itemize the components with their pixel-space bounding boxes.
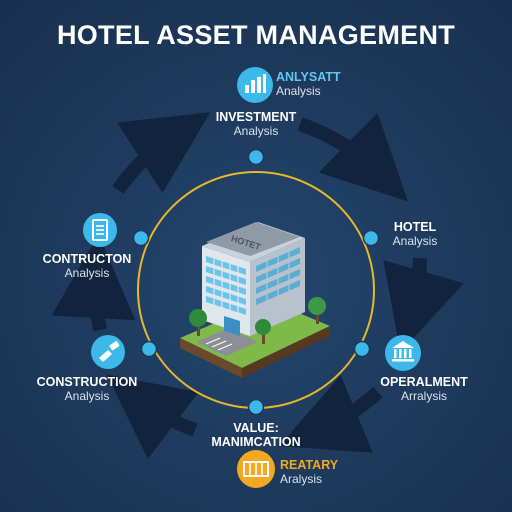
bar-chart-icon — [237, 67, 273, 103]
node-title-line1: VALUE: — [233, 421, 279, 435]
arrow-bottom-left — [106, 374, 199, 459]
node-subtitle: Arralysis — [400, 389, 447, 403]
ring-node-lower-right — [353, 340, 371, 358]
node-subtitle: Analysis — [233, 124, 279, 138]
grid-document-icon — [237, 450, 275, 488]
hotel-building-illustration: HOTET — [180, 222, 330, 378]
tree — [255, 319, 271, 344]
tree — [308, 297, 326, 324]
label-construction-lower: CONSTRUCTION Analysis — [22, 375, 152, 403]
clipboard-icon — [83, 213, 117, 247]
tree — [189, 309, 207, 336]
ring-node-left — [132, 229, 150, 247]
ring-node-lower-left — [140, 340, 158, 358]
node-subtitle: Analysis — [64, 266, 110, 280]
bank-building-icon — [385, 335, 421, 371]
node-title: ANLYSATT — [276, 70, 341, 84]
label-investment: INVESTMENT Analysis — [196, 110, 316, 138]
label-construction-upper: CONTRUCTON Analysis — [26, 252, 148, 280]
label-hotel: HOTEL Analysis — [378, 220, 452, 248]
ring-node-right — [362, 229, 380, 247]
node-title-line2: MANIMCATION — [211, 435, 301, 449]
ring-node-top — [247, 148, 265, 166]
cycle-arrows — [51, 112, 464, 459]
node-subtitle: Aralysis — [280, 472, 323, 486]
page-title: HOTEL ASSET MANAGEMENT — [56, 20, 456, 50]
node-title: REATARY — [280, 458, 339, 472]
label-operational: OPERALMENT Arralysis — [366, 375, 482, 403]
label-reatary: REATARY Aralysis — [280, 458, 338, 486]
arrow-top-right — [297, 112, 408, 202]
arrow-bottom-right — [279, 375, 383, 453]
node-subtitle: Analysis — [392, 234, 438, 248]
node-title: INVESTMENT — [215, 110, 297, 124]
ring-nodes — [132, 148, 380, 416]
ring-node-bottom — [247, 398, 265, 416]
node-subtitle: Analysis — [276, 84, 321, 98]
node-subtitle: Analysis — [64, 389, 110, 403]
node-title: OPERALMENT — [380, 375, 468, 389]
arrow-top-left — [112, 112, 211, 195]
hammer-hand-icon — [91, 335, 125, 369]
label-analysis-top: ANLYSATT Analysis — [276, 70, 341, 98]
arrow-right — [383, 257, 464, 353]
arrow-left — [51, 234, 136, 332]
node-title: CONTRUCTON — [42, 252, 132, 266]
label-value: VALUE: MANIMCATION — [196, 421, 316, 449]
node-title: CONSTRUCTION — [36, 375, 138, 389]
node-title: HOTEL — [393, 220, 437, 234]
